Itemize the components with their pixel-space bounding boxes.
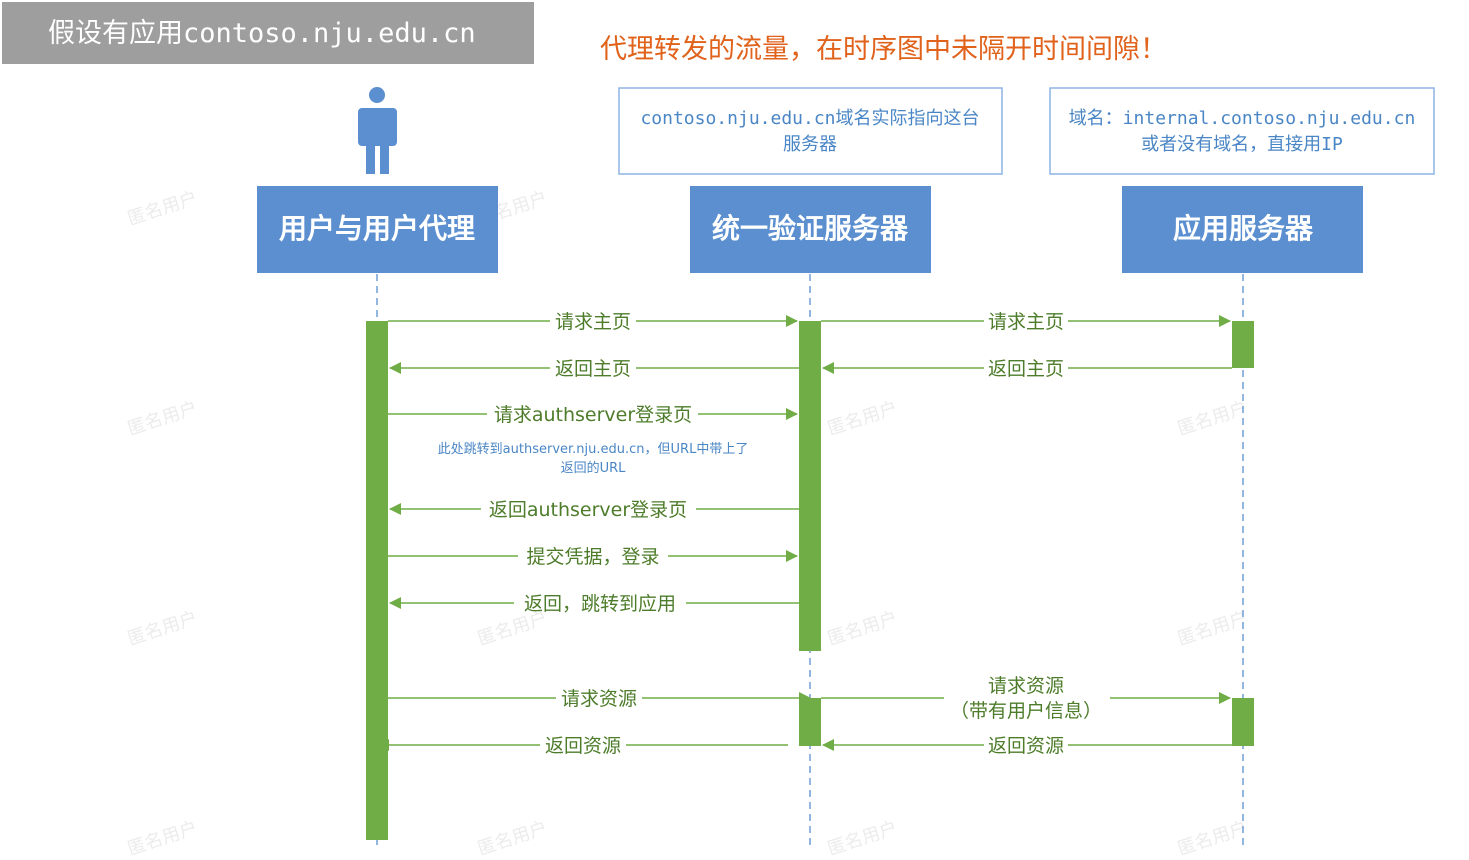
message-label: 返回主页 [555,358,631,380]
watermark: 匿名用户 [125,398,200,440]
message-redirect-to-app: 返回，跳转到应用 [389,593,799,615]
note-app-server [1049,87,1435,175]
watermark-layer: 匿名用户 匿名用户 匿名用户 匿名用户 匿名用户 匿名用户 匿名用户 匿名用户 … [125,188,1250,860]
activation-auth-1 [799,321,821,651]
watermark: 匿名用户 [1175,818,1250,860]
activation-app-1 [1232,321,1254,368]
actor-auth-title: 统一验证服务器 [712,212,909,245]
activation-app-2 [1232,698,1254,746]
watermark: 匿名用户 [1175,608,1250,650]
message-label: 返回authserver登录页 [489,499,687,521]
message-label: 请求主页 [555,311,631,333]
message-request-home-proxy: 请求主页 [821,311,1231,333]
note-auth-server [618,87,1003,175]
watermark: 匿名用户 [475,818,550,860]
message-return-resource-user: 返回资源 [377,735,788,757]
actor-user [257,186,498,273]
actor-auth [690,186,931,273]
message-label: 请求authserver登录页 [494,404,692,426]
actor-app-title: 应用服务器 [1173,212,1314,245]
message-return-home-proxy: 返回主页 [822,358,1232,380]
message-return-login: 返回authserver登录页 [389,499,799,521]
watermark: 匿名用户 [125,818,200,860]
message-return-home-user: 返回主页 [389,358,799,380]
message-label: 请求资源 [988,675,1064,697]
message-request-home-user: 请求主页 [388,311,798,333]
redirect-note-line2: 返回的URL [561,460,627,476]
message-label: （带有用户信息） [950,700,1102,722]
message-label: 请求主页 [988,311,1064,333]
banner-title: 假设有应用contoso.nju.edu.cn [48,18,476,49]
note-auth-server-line1: contoso.nju.edu.cn域名实际指向这台 [640,108,979,129]
activation-user [366,321,388,840]
note-auth-server-line2: 服务器 [783,134,837,155]
watermark: 匿名用户 [125,188,200,230]
message-submit-credentials: 提交凭据，登录 [388,546,798,568]
message-label: 返回资源 [545,735,621,757]
message-request-resource-user: 请求资源 [388,688,811,710]
message-label: 返回，跳转到应用 [524,593,676,615]
watermark: 匿名用户 [825,818,900,860]
message-label: 提交凭据，登录 [526,546,659,568]
message-label: 请求资源 [561,688,637,710]
watermark: 匿名用户 [825,608,900,650]
banner [2,2,534,64]
watermark: 匿名用户 [125,608,200,650]
note-app-server-line1: 域名：internal.contoso.nju.edu.cn [1069,108,1416,129]
redirect-note-line1: 此处跳转到authserver.nju.edu.cn，但URL中带上了 [438,442,749,457]
watermark: 匿名用户 [825,398,900,440]
message-request-login: 请求authserver登录页 [388,404,798,426]
message-label: 返回资源 [988,735,1064,757]
actor-app [1122,186,1363,273]
activation-auth-2 [799,698,821,746]
actor-user-title: 用户与用户代理 [279,212,475,245]
message-label: 返回主页 [988,358,1064,380]
message-request-resource-proxy: 请求资源 （带有用户信息） [821,675,1231,722]
user-person-icon [358,87,397,174]
note-app-server-line2: 或者没有域名，直接用IP [1141,134,1343,155]
warning-text: 代理转发的流量，在时序图中未隔开时间间隙！ [600,34,1167,65]
watermark: 匿名用户 [1175,398,1250,440]
message-return-resource-proxy: 返回资源 [822,735,1232,757]
